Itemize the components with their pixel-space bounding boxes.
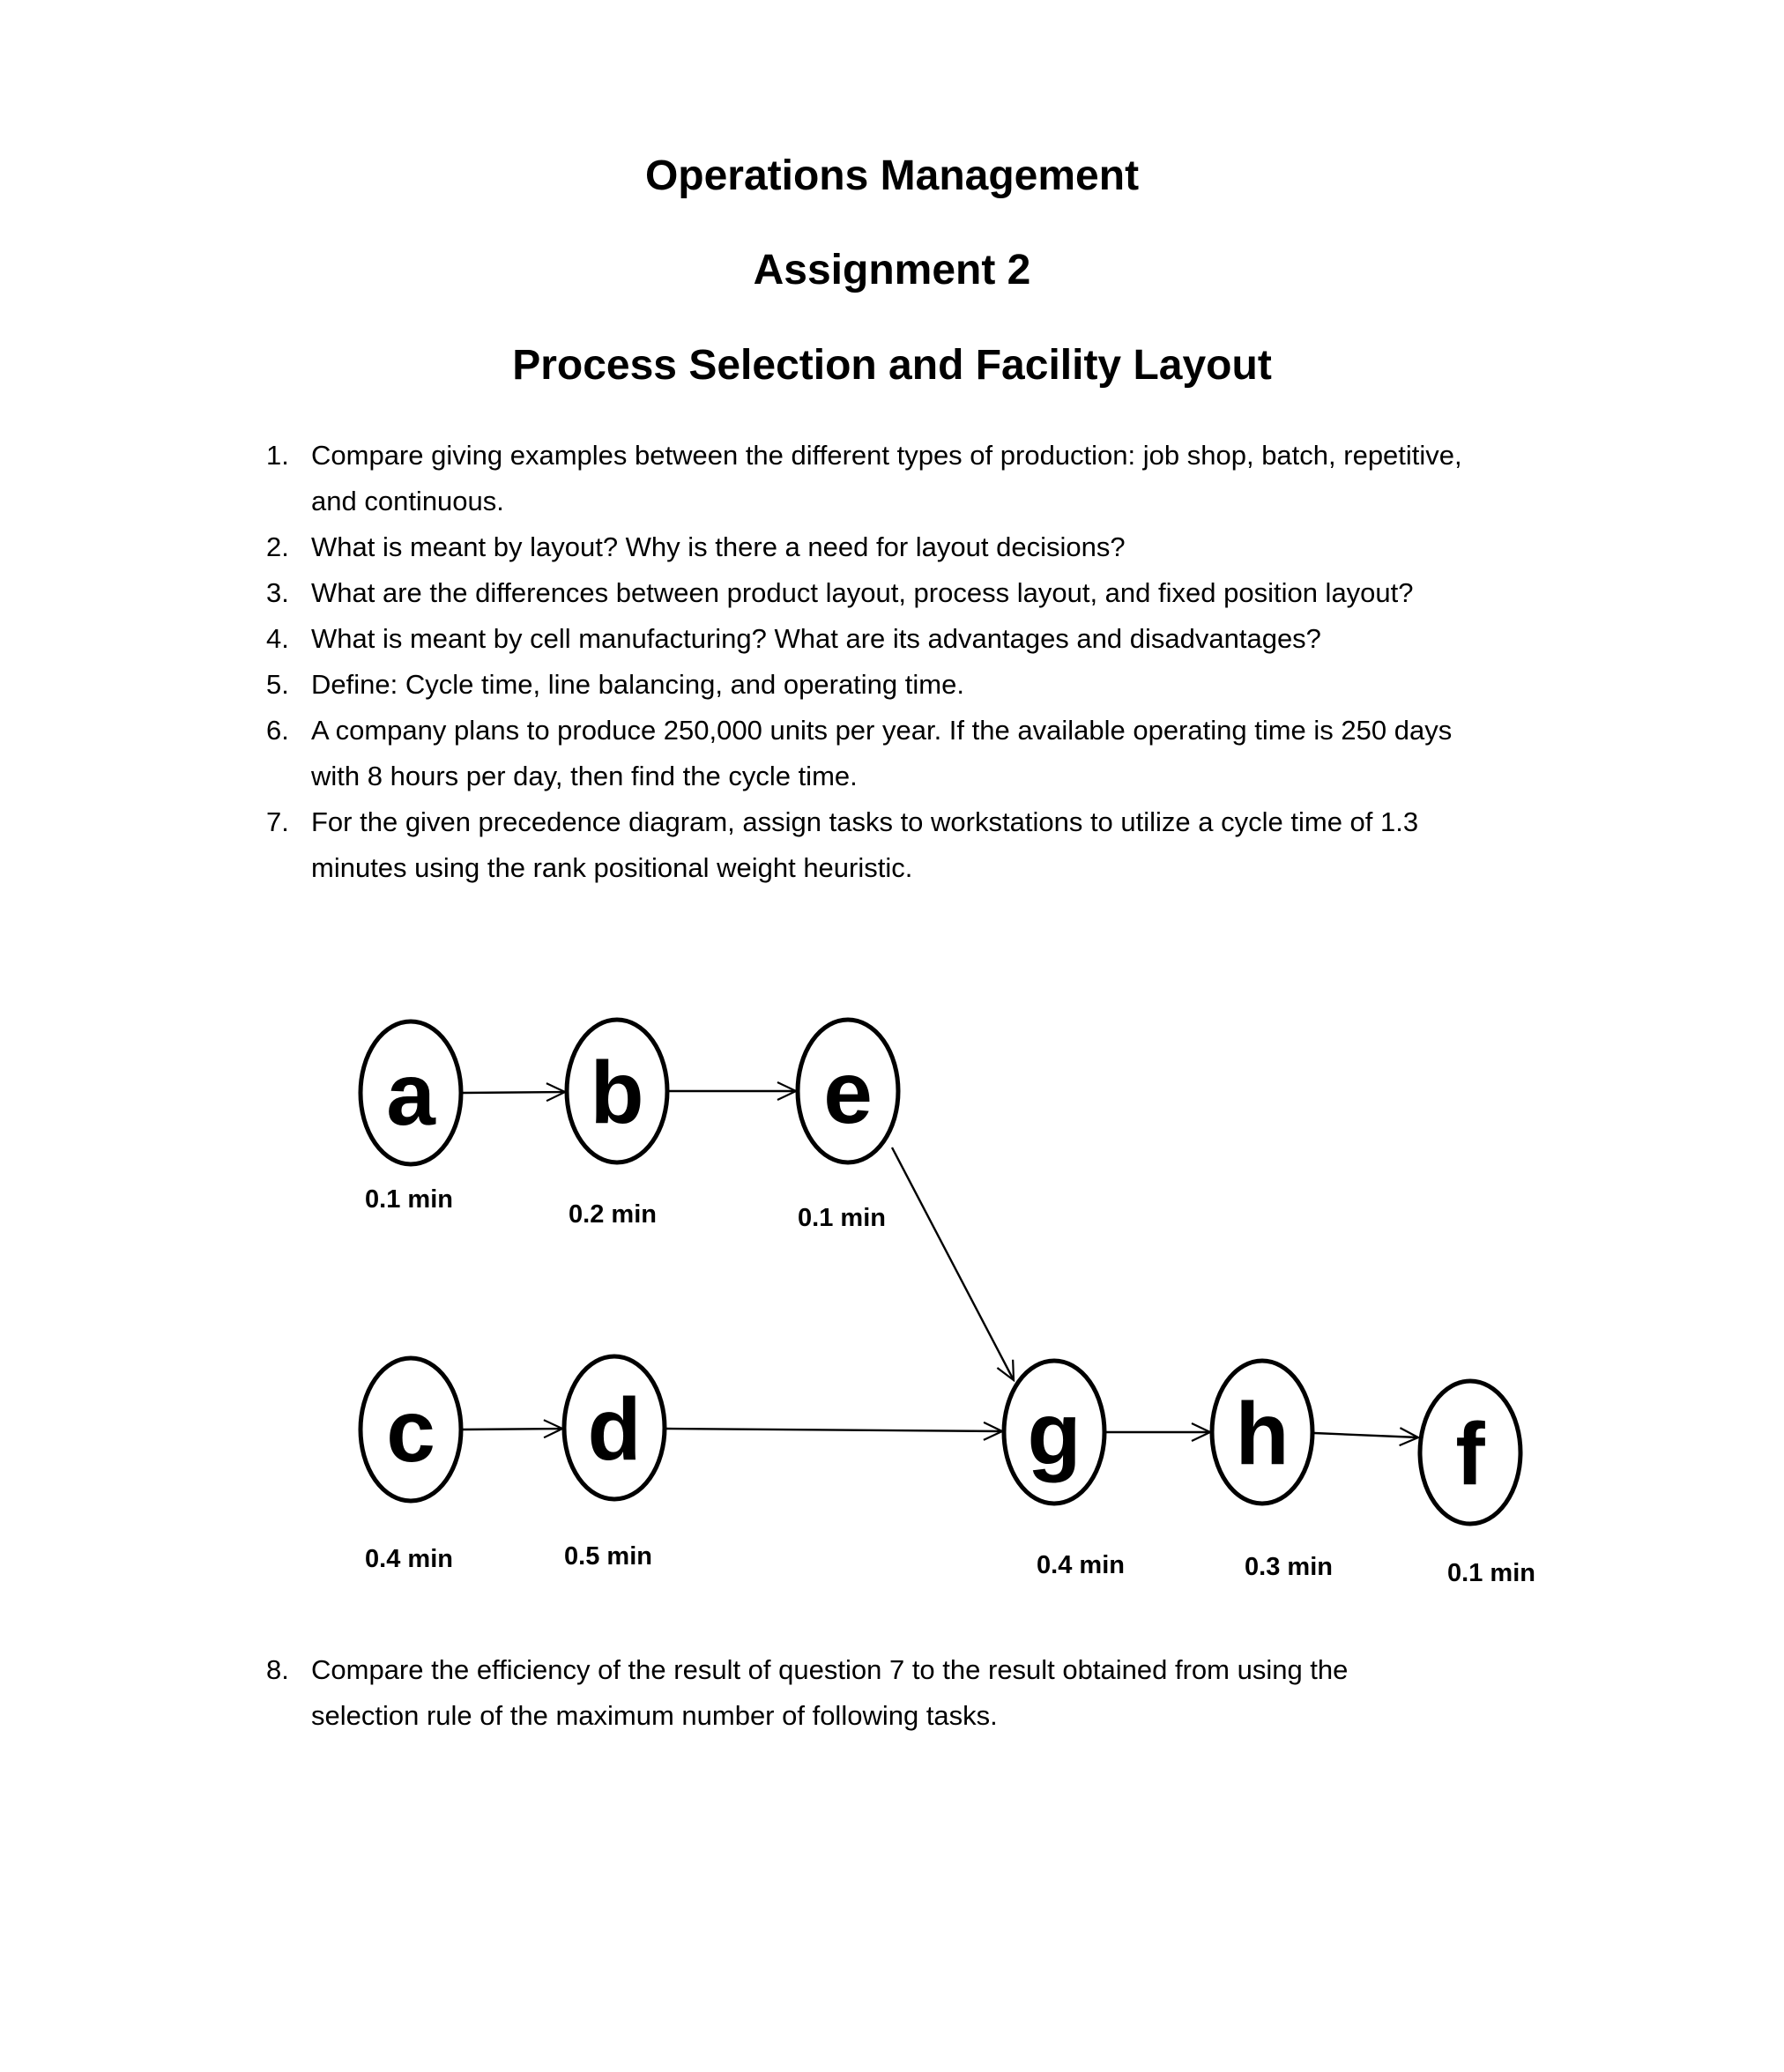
- question-item-7: 7. For the given precedence diagram, ass…: [266, 799, 1462, 891]
- task-node-b: [564, 1017, 670, 1165]
- question-text-line: Compare giving examples between the diff…: [311, 440, 1462, 471]
- question-text-line: Compare the efficiency of the result of …: [311, 1654, 1349, 1685]
- task-time-b: 0.2 min: [569, 1200, 657, 1229]
- question-text-line: and continuous.: [311, 486, 504, 516]
- question-number: 1.: [266, 440, 289, 471]
- task-letter-f: f: [1455, 1405, 1485, 1504]
- task-time-g: 0.4 min: [1037, 1551, 1125, 1579]
- task-letter-d: d: [587, 1380, 641, 1479]
- task-node-f: [1417, 1378, 1523, 1526]
- task-letter-a: a: [386, 1045, 436, 1144]
- edge-e-g: [890, 1147, 1015, 1383]
- task-time-c: 0.4 min: [365, 1545, 453, 1573]
- question-item-3: 3. What are the differences between prod…: [266, 570, 1462, 616]
- question-text-line: selection rule of the maximum number of …: [311, 1700, 998, 1731]
- task-time-e: 0.1 min: [798, 1204, 886, 1232]
- task-letter-b: b: [590, 1043, 643, 1142]
- question-item-4: 4. What is meant by cell manufacturing? …: [266, 616, 1462, 662]
- question-text-line: What are the differences between product…: [311, 577, 1414, 608]
- edge-h-f: [1313, 1427, 1421, 1447]
- question-text-line: minutes using the rank positional weight…: [311, 852, 913, 883]
- page-subtitle: Assignment 2: [753, 247, 1031, 293]
- page-title: Operations Management: [644, 152, 1140, 199]
- task-node-c: [358, 1355, 464, 1504]
- task-letter-c: c: [386, 1382, 435, 1481]
- task-node-a: [358, 1019, 464, 1167]
- question-item-2: 2. What is meant by layout? Why is there…: [266, 524, 1462, 570]
- question-item-5: 5. Define: Cycle time, line balancing, a…: [266, 662, 1462, 708]
- question-list-continued: 8. Compare the efficiency of the result …: [266, 1647, 1348, 1739]
- edge-a-b: [462, 1082, 568, 1103]
- question-text-line: What is meant by cell manufacturing? Wha…: [311, 623, 1321, 654]
- task-letter-e: e: [823, 1043, 873, 1142]
- question-text-line: For the given precedence diagram, assign…: [311, 806, 1419, 837]
- task-time-h: 0.3 min: [1245, 1553, 1333, 1581]
- task-letter-h: h: [1235, 1385, 1289, 1483]
- edge-c-d: [462, 1419, 565, 1439]
- task-node-h: [1209, 1358, 1315, 1506]
- question-number: 7.: [266, 806, 289, 837]
- question-item-6: 6. A company plans to produce 250,000 un…: [266, 708, 1462, 799]
- task-node-d: [561, 1354, 667, 1502]
- section-heading: Process Selection and Facility Layout: [512, 342, 1272, 389]
- question-text-line: A company plans to produce 250,000 units…: [311, 715, 1453, 746]
- task-time-f: 0.1 min: [1447, 1559, 1535, 1587]
- question-number: 3.: [266, 577, 289, 608]
- question-text-line: Define: Cycle time, line balancing, and …: [311, 669, 964, 700]
- question-item-8: 8. Compare the efficiency of the result …: [266, 1647, 1348, 1739]
- task-letter-g: g: [1027, 1385, 1081, 1483]
- task-node-e: [795, 1017, 901, 1165]
- task-node-g: [1001, 1358, 1107, 1506]
- question-list: 1. Compare giving examples between the d…: [266, 433, 1462, 891]
- edge-d-g: [665, 1421, 1005, 1441]
- task-time-d: 0.5 min: [564, 1542, 652, 1571]
- question-text-line: What is meant by layout? Why is there a …: [311, 531, 1126, 562]
- question-number: 4.: [266, 623, 289, 654]
- question-number: 6.: [266, 715, 289, 746]
- task-time-a: 0.1 min: [365, 1185, 453, 1214]
- question-number: 8.: [266, 1654, 289, 1685]
- question-number: 2.: [266, 531, 289, 562]
- question-text-line: with 8 hours per day, then find the cycl…: [311, 761, 858, 791]
- question-number: 5.: [266, 669, 289, 700]
- question-item-1: 1. Compare giving examples between the d…: [266, 433, 1462, 524]
